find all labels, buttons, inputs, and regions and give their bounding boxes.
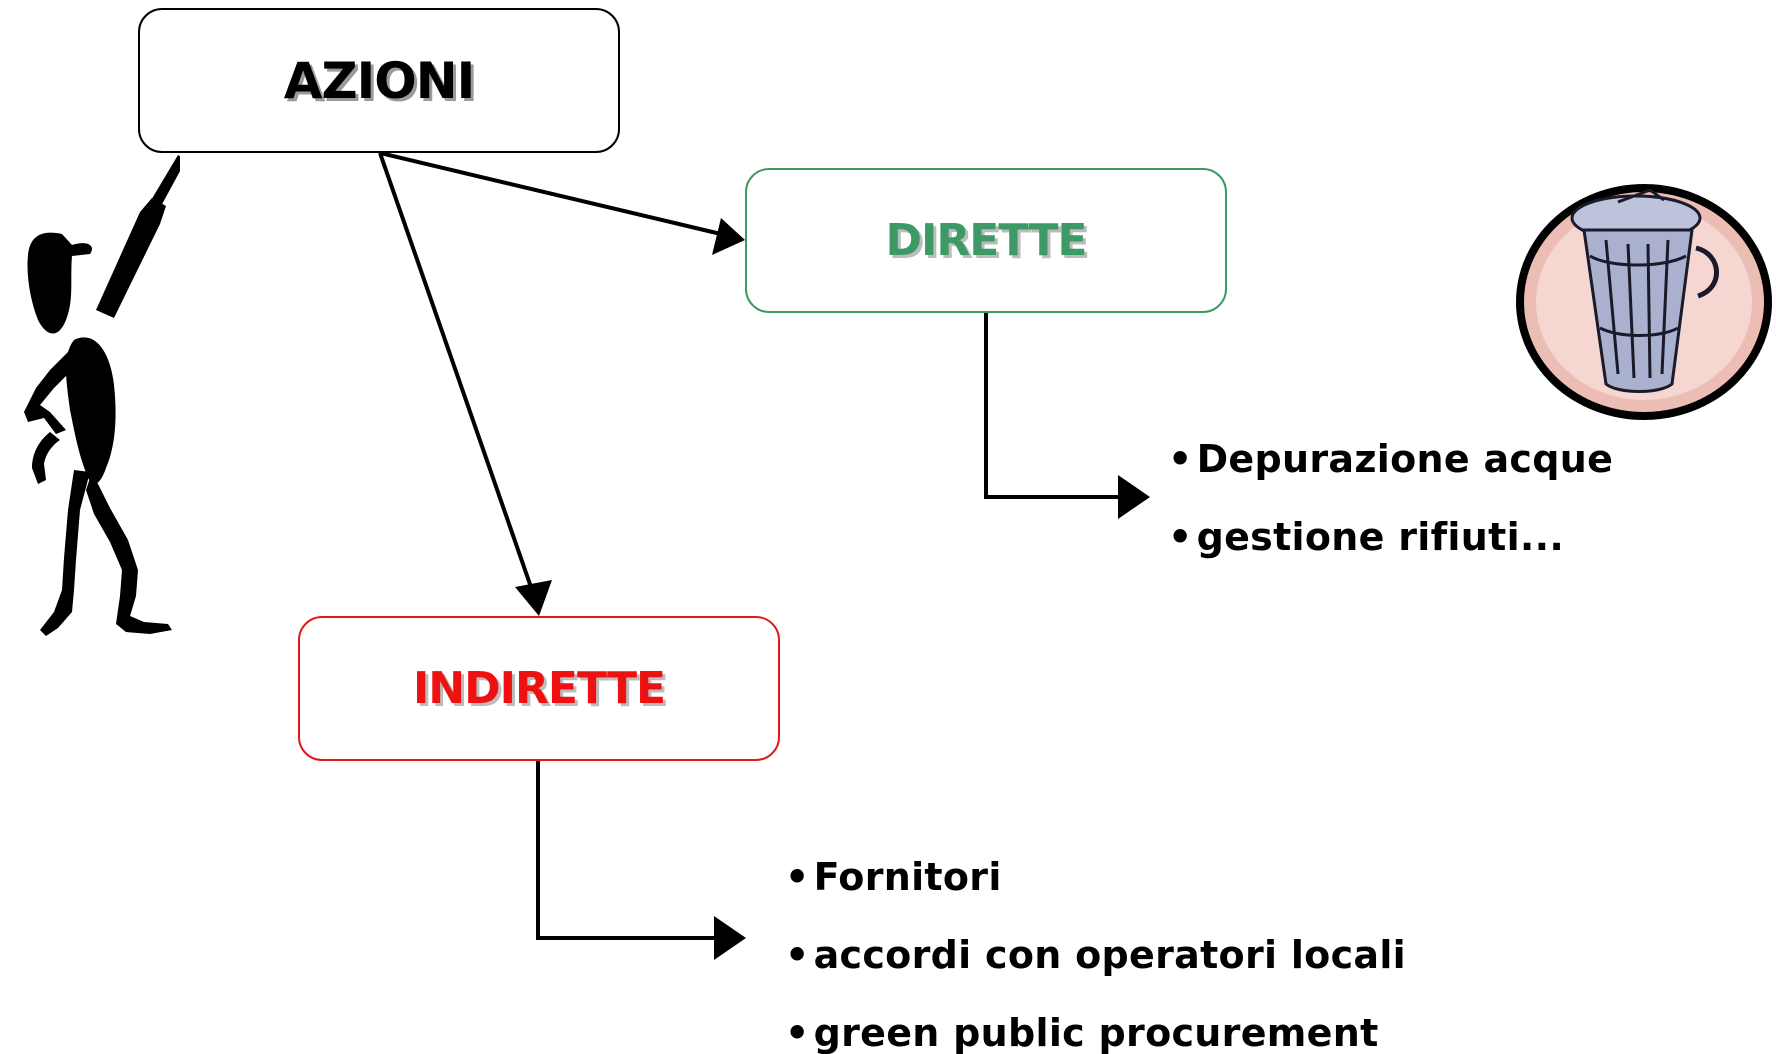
indirette-item-list: •Fornitori •accordi con operatori locali… [785,838,1406,1054]
bullet-icon: • [785,1011,810,1054]
branch-node-indirette: INDIRETTE [298,616,780,761]
arrow-azioni-to-dirette [379,151,726,237]
arrowhead-dirette-list [1118,475,1150,519]
arrowhead-dirette [712,218,745,255]
list-item-text: accordi con operatori locali [813,933,1406,977]
trash-can-icon [1516,184,1772,420]
bullet-icon: • [785,933,810,977]
bullet-icon: • [785,855,810,899]
list-item-text: Depurazione acque [1196,437,1614,481]
root-node-label: AZIONI [283,51,476,110]
list-item: •green public procurement [785,994,1406,1054]
list-item: •Fornitori [785,838,1406,916]
bullet-icon: • [1168,515,1193,559]
branch-node-dirette: DIRETTE [745,168,1227,313]
arrow-azioni-to-indirette [378,152,534,591]
root-node-azioni: AZIONI [138,8,620,153]
list-item-text: gestione rifiuti... [1196,515,1565,559]
bullet-icon: • [1168,437,1193,481]
list-item: •accordi con operatori locali [785,916,1406,994]
arrowhead-indirette [515,580,552,616]
connector-dirette-to-list [984,313,1122,499]
list-item: •Depurazione acque [1168,420,1613,498]
dirette-item-list: •Depurazione acque •gestione rifiuti... [1168,420,1613,576]
pointing-person-silhouette-icon [24,155,180,636]
branch-node-indirette-label: INDIRETTE [412,663,666,714]
branch-node-dirette-label: DIRETTE [885,215,1088,266]
list-item-text: green public procurement [813,1011,1379,1054]
list-item: •gestione rifiuti... [1168,498,1613,576]
connector-indirette-to-list [536,761,718,940]
arrowhead-indirette-list [714,916,746,960]
list-item-text: Fornitori [813,855,1002,899]
